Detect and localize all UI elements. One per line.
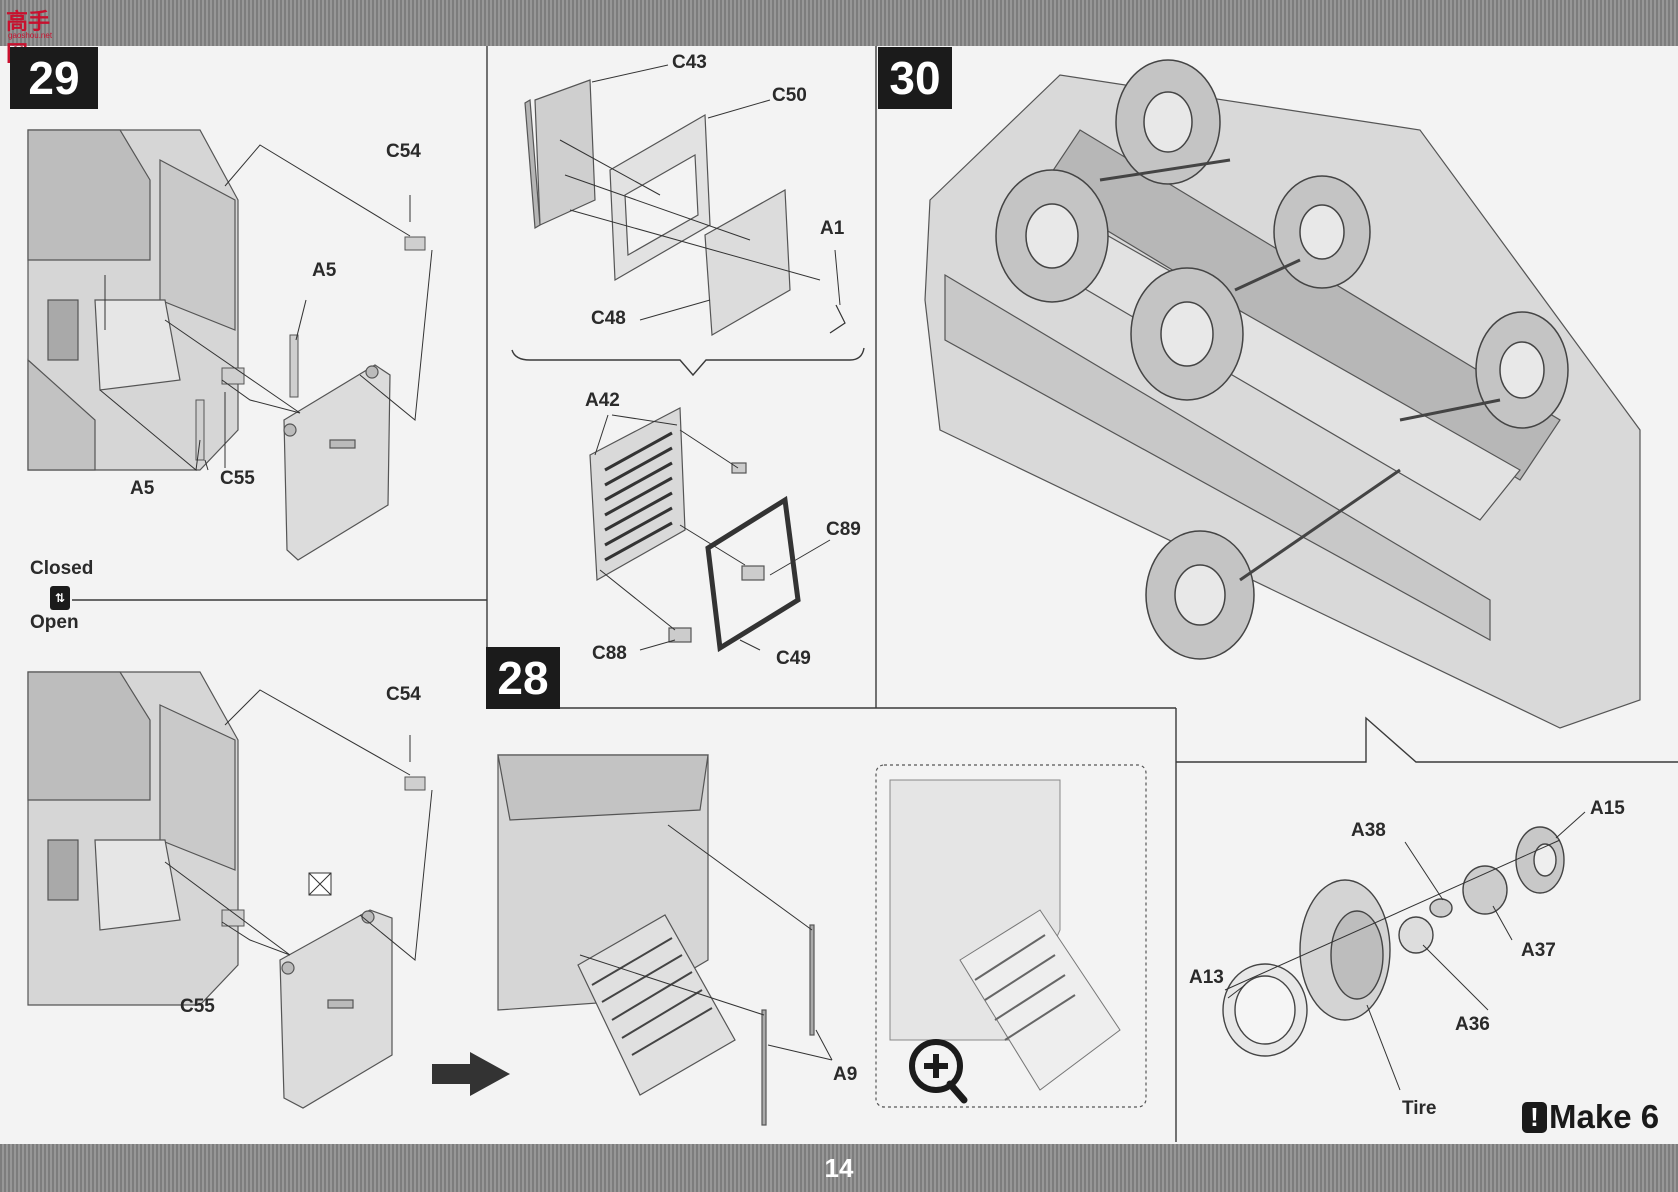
panel-dividers	[72, 46, 1678, 1142]
label-c55-closed: C55	[220, 468, 255, 489]
step28-ramp-leaders	[594, 414, 831, 651]
step-30-badge: 30	[878, 47, 952, 109]
step29-open-parts	[221, 776, 426, 927]
step28-panel-leaders	[559, 64, 841, 321]
step30-vehicle-body	[924, 74, 1641, 729]
option-open-label: Open	[30, 612, 79, 633]
brand-name: Make 6	[1549, 1098, 1660, 1135]
bottom-band	[0, 1144, 1678, 1192]
label-tire: Tire	[1402, 1098, 1437, 1119]
zoom-detail-box	[875, 764, 1147, 1108]
label-c89: C89	[826, 519, 861, 540]
step29-hull-closed	[27, 129, 239, 471]
zoom-icon	[909, 1039, 968, 1104]
step-29-badge: 29	[10, 47, 98, 109]
label-a15: A15	[1590, 798, 1625, 819]
step28-door-panels	[524, 79, 846, 336]
label-a5-upper: A5	[312, 260, 337, 281]
label-a9: A9	[833, 1064, 858, 1085]
step29-door-open	[279, 909, 393, 1109]
option-closed-label: Closed	[30, 558, 94, 579]
step-28-badge: 28	[486, 647, 560, 709]
step30-wheel-exploded	[1222, 826, 1565, 1057]
label-c48: C48	[591, 308, 626, 329]
label-c54-open: C54	[386, 684, 421, 705]
option-toggle-icon: ⇅	[50, 586, 70, 610]
step30-wheel-leaders	[1224, 811, 1586, 1091]
label-c55-open: C55	[180, 996, 215, 1017]
label-a36: A36	[1455, 1014, 1490, 1035]
label-a38: A38	[1351, 820, 1386, 841]
step29-hull-open	[27, 671, 239, 1006]
label-c49: C49	[776, 648, 811, 669]
label-a42: A42	[585, 390, 620, 411]
label-a13: A13	[1189, 967, 1224, 988]
brand-mark-icon: !	[1522, 1101, 1547, 1133]
label-a1: A1	[820, 218, 845, 239]
step28-ramp	[589, 407, 801, 653]
step29-door-closed	[283, 364, 391, 561]
label-c43: C43	[672, 52, 707, 73]
label-a5-lower: A5	[130, 478, 155, 499]
step29-open-leaders	[164, 689, 433, 961]
step30-axles	[1099, 158, 1501, 582]
label-c50: C50	[772, 85, 807, 106]
logo-site: gaoshou.net	[8, 31, 53, 40]
label-c88: C88	[592, 643, 627, 664]
label-a37: A37	[1521, 940, 1556, 961]
step29-closed-parts	[195, 236, 426, 461]
page-number: 14	[824, 1153, 854, 1183]
brand-logo: ! Make 6	[1522, 1098, 1659, 1136]
step29-closed-leaders	[99, 144, 433, 471]
top-band	[0, 0, 1678, 46]
direction-arrow	[432, 1052, 510, 1096]
step28-final-hull	[497, 754, 815, 1126]
label-c54-closed: C54	[386, 141, 421, 162]
step28-final-leaders	[579, 824, 833, 1061]
